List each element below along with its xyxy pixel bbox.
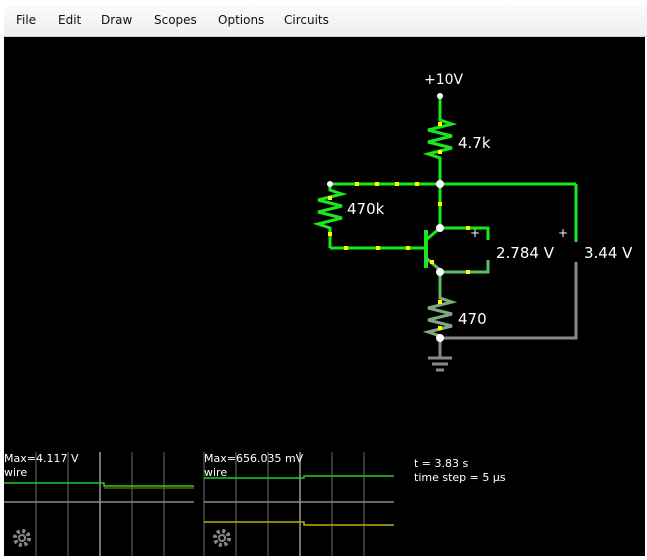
scope-2[interactable]: Max=656.035 mV wire — [203, 452, 394, 556]
circuit-canvas[interactable]: +10V 4.7k 470k — [4, 37, 645, 452]
menu-bar: File Edit Draw Scopes Options Circuits — [4, 6, 647, 37]
meter2-plus: + — [558, 226, 568, 240]
scope-1[interactable]: Max=4.117 V wire — [4, 452, 194, 556]
r-collector-label: 4.7k — [458, 134, 491, 152]
voltmeter-1[interactable]: + 2.784 V — [440, 226, 555, 274]
voltmeter-2[interactable]: + 3.44 V — [440, 226, 633, 340]
r-base-label: 470k — [347, 200, 385, 218]
sim-timestep: time step = 5 µs — [414, 471, 506, 484]
supply-label: +10V — [424, 72, 464, 88]
meter1-plus: + — [470, 226, 480, 240]
menu-edit[interactable]: Edit — [58, 13, 82, 27]
menu-circuits[interactable]: Circuits — [284, 13, 329, 27]
resistor-4-7k[interactable]: 4.7k — [422, 112, 491, 184]
resistor-470[interactable]: 470 — [422, 292, 487, 338]
meter2-label: 3.44 V — [584, 244, 633, 262]
scope2-name: wire — [204, 466, 227, 479]
sim-time: t = 3.83 s — [414, 457, 469, 470]
voltage-source-10v[interactable]: +10V — [424, 72, 464, 112]
resistor-470k[interactable]: 470k — [312, 184, 385, 248]
meter1-label: 2.784 V — [496, 244, 555, 262]
gear-icon[interactable] — [213, 529, 231, 547]
menu-draw[interactable]: Draw — [101, 13, 133, 27]
scope1-name: wire — [4, 466, 27, 479]
current-dots — [328, 122, 470, 330]
wire-top[interactable] — [330, 182, 578, 242]
scope1-max: Max=4.117 V — [4, 452, 79, 465]
menu-scopes[interactable]: Scopes — [154, 13, 197, 27]
r-emitter-label: 470 — [458, 310, 487, 328]
menu-file[interactable]: File — [16, 13, 37, 27]
scope2-max: Max=656.035 mV — [204, 452, 304, 465]
right-edge — [645, 37, 647, 557]
menu-options[interactable]: Options — [218, 13, 265, 27]
ground-icon[interactable] — [428, 338, 452, 372]
gear-icon[interactable] — [13, 529, 31, 547]
scope-panel: Max=4.117 V wire — [4, 452, 645, 556]
junction-dots — [327, 180, 444, 342]
